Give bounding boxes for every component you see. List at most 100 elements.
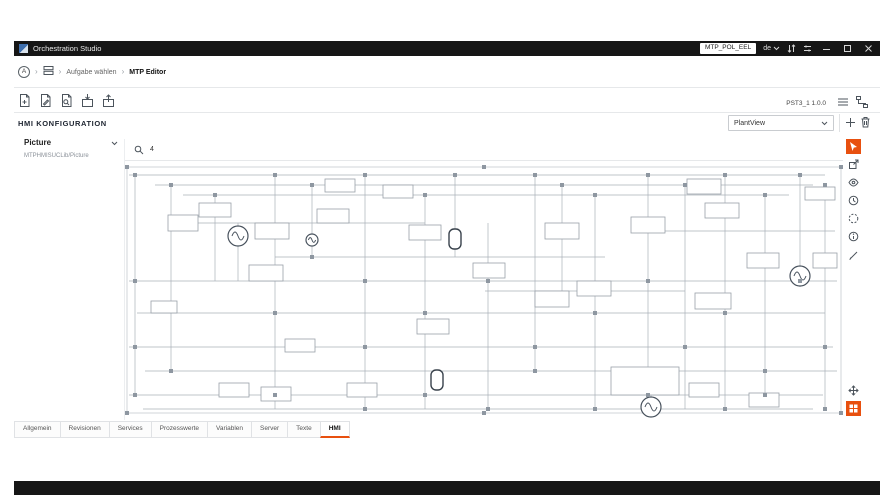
selection-handle [423, 311, 427, 315]
language-dropdown[interactable]: de [763, 45, 780, 52]
selection-handle [763, 369, 767, 373]
close-button[interactable] [861, 44, 875, 53]
tab-texte[interactable]: Texte [287, 421, 321, 438]
selection-handle [169, 183, 173, 187]
selection-handle [823, 183, 827, 187]
preview-file-icon[interactable] [60, 93, 73, 108]
filter-icon[interactable] [803, 44, 812, 53]
diagram-node[interactable] [472, 262, 506, 279]
selection-handle [560, 183, 564, 187]
selection-handle [646, 173, 650, 177]
diagram-node[interactable] [150, 300, 178, 314]
select-tool-button[interactable] [846, 139, 861, 154]
selection-handle [453, 173, 457, 177]
delete-button[interactable] [858, 114, 872, 130]
selection-handle [363, 279, 367, 283]
selection-handle [763, 393, 767, 397]
export-icon[interactable] [102, 93, 115, 108]
visibility-button[interactable] [846, 175, 861, 190]
edit-file-icon[interactable] [39, 93, 52, 108]
valve-symbol[interactable] [448, 228, 462, 250]
home-icon[interactable]: A [18, 66, 30, 78]
diagram-node[interactable] [167, 214, 199, 232]
share-view-button[interactable] [846, 157, 861, 172]
divider [14, 112, 880, 113]
selection-handle [423, 193, 427, 197]
titlebar-right: MTP_POL_EEL de [699, 43, 875, 54]
diagram-node[interactable] [316, 208, 350, 224]
chevron-down-icon [821, 121, 828, 125]
diagram-node[interactable] [576, 280, 612, 297]
diagram-node[interactable] [382, 184, 414, 199]
dashed-circle-button[interactable] [846, 211, 861, 226]
panel-title: Picture [24, 138, 52, 147]
tab-server[interactable]: Server [251, 421, 289, 438]
diagram-node[interactable] [346, 382, 378, 398]
info-button[interactable] [846, 229, 861, 244]
history-button[interactable] [846, 193, 861, 208]
tab-revisionen[interactable]: Revisionen [59, 421, 110, 438]
tab-hmi[interactable]: HMI [319, 421, 350, 438]
hmi-canvas[interactable] [125, 161, 843, 420]
pump-wave-icon [231, 231, 245, 241]
minimize-button[interactable] [819, 44, 833, 53]
diagram-node[interactable] [248, 264, 284, 282]
breadcrumb-task[interactable]: Aufgabe wählen [66, 68, 117, 76]
selection-handle [133, 279, 137, 283]
fit-view-button[interactable] [846, 383, 861, 398]
picture-panel-header[interactable]: Picture [24, 139, 118, 147]
diagram-node[interactable] [254, 222, 290, 240]
list-icon[interactable] [837, 96, 849, 112]
diagram-node[interactable] [694, 292, 732, 310]
tab-allgemein[interactable]: Allgemein [14, 421, 61, 438]
selection-handle [213, 193, 217, 197]
diagram-node[interactable] [812, 252, 838, 269]
diagram-node[interactable] [704, 202, 740, 219]
diagram-node[interactable] [686, 178, 722, 195]
view-selector-value: PlantView [734, 119, 766, 127]
selection-handle [646, 393, 650, 397]
maximize-button[interactable] [840, 44, 854, 53]
diagram-node[interactable] [416, 318, 450, 335]
tab-services[interactable]: Services [108, 421, 152, 438]
project-field[interactable]: MTP_POL_EEL [699, 43, 757, 54]
selection-handle [273, 311, 277, 315]
draw-line-button[interactable] [846, 247, 861, 262]
canvas-toolbar [846, 139, 861, 262]
diagram-node[interactable] [804, 186, 836, 201]
diagram-svg[interactable] [125, 161, 843, 420]
diagram-node[interactable] [198, 202, 232, 218]
import-icon[interactable] [81, 93, 94, 108]
device-icon[interactable] [43, 64, 54, 80]
grid-button[interactable] [846, 401, 861, 416]
workflow-icon[interactable] [856, 96, 868, 112]
canvas-search[interactable]: 4 [125, 139, 843, 161]
diagram-node[interactable] [284, 338, 316, 353]
selection-handle [593, 407, 597, 411]
diagram-node[interactable] [544, 222, 580, 240]
diagram-node[interactable] [688, 382, 720, 398]
new-file-icon[interactable] [18, 93, 31, 108]
diagram-node[interactable] [324, 178, 356, 193]
diagram-node[interactable] [408, 224, 442, 241]
selection-handle [133, 173, 137, 177]
selection-handle [125, 165, 129, 169]
diagram-node[interactable] [610, 366, 680, 396]
sync-icon[interactable] [787, 44, 796, 53]
diagram-node[interactable] [218, 382, 250, 398]
add-button[interactable] [843, 114, 857, 130]
tab-prozesswerte[interactable]: Prozesswerte [150, 421, 209, 438]
valve-symbol[interactable] [430, 369, 444, 391]
view-selector[interactable]: PlantView [728, 115, 834, 131]
selection-handle [593, 193, 597, 197]
selection-handle [763, 193, 767, 197]
diagram-node[interactable] [630, 216, 666, 234]
tab-variablen[interactable]: Variablen [207, 421, 253, 438]
selection-handle [533, 345, 537, 349]
diagram-node[interactable] [534, 290, 570, 308]
selection-handle [823, 345, 827, 349]
diagram-node[interactable] [746, 252, 780, 269]
breadcrumb-separator: › [35, 67, 38, 76]
selection-handle [363, 407, 367, 411]
